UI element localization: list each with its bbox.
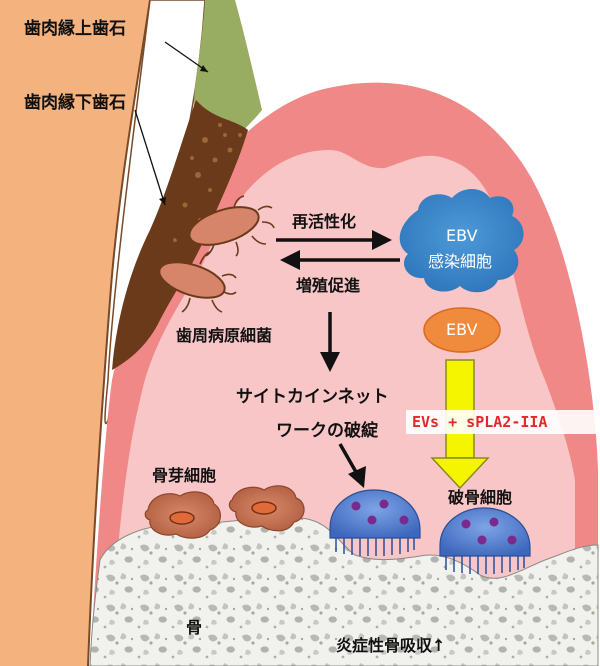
proliferation-arrow bbox=[280, 250, 400, 270]
osteoblast-right bbox=[228, 485, 305, 532]
label-ebv-cell-line2: 感染細胞 bbox=[428, 252, 493, 271]
label-ebv-cell-line1: EBV bbox=[446, 226, 478, 245]
label-reactivation: 再活性化 bbox=[292, 212, 357, 231]
label-supragingival-calculus: 歯肉縁上歯石 bbox=[24, 19, 126, 39]
osteoclast-right bbox=[439, 507, 531, 574]
osteoblast-left bbox=[144, 491, 221, 539]
label-cytokine-line2: ワークの破綻 bbox=[276, 421, 378, 441]
evs-banner bbox=[406, 410, 596, 434]
bacteria-bottom bbox=[147, 249, 237, 313]
tooth-root bbox=[0, 0, 150, 666]
label-osteoblast: 骨芽細胞 bbox=[152, 466, 217, 485]
osteoclast-left bbox=[329, 489, 421, 556]
label-ebv: EBV bbox=[446, 320, 478, 339]
label-cytokine-line1: サイトカインネット bbox=[236, 387, 389, 407]
label-osteoclast: 破骨細胞 bbox=[448, 488, 513, 507]
ebv-infected-cell bbox=[399, 189, 524, 293]
label-proliferation: 増殖促進 bbox=[296, 276, 361, 295]
label-bone: 骨 bbox=[186, 618, 203, 637]
subgingival-calculus bbox=[112, 100, 248, 370]
bacteria-top bbox=[175, 195, 275, 257]
yellow-arrow bbox=[430, 359, 490, 490]
ebv-particle bbox=[423, 307, 501, 353]
label-subgingival-calculus: 歯肉縁下歯石 bbox=[24, 93, 126, 113]
cytokine-arrow-diagonal bbox=[338, 443, 366, 488]
pointer-supra bbox=[164, 41, 209, 73]
label-inflammatory-bone-resorption: 炎症性骨吸収↑ bbox=[336, 636, 446, 655]
tooth-surface-line bbox=[87, 0, 151, 666]
pointer-sub bbox=[134, 109, 166, 206]
label-evs-spla2: EVs + sPLA2-IIA bbox=[412, 413, 548, 431]
label-periodontal-pathogens: 歯周病原細菌 bbox=[176, 326, 273, 345]
cytokine-arrow-down bbox=[320, 312, 340, 372]
reactivation-arrow bbox=[276, 230, 392, 250]
